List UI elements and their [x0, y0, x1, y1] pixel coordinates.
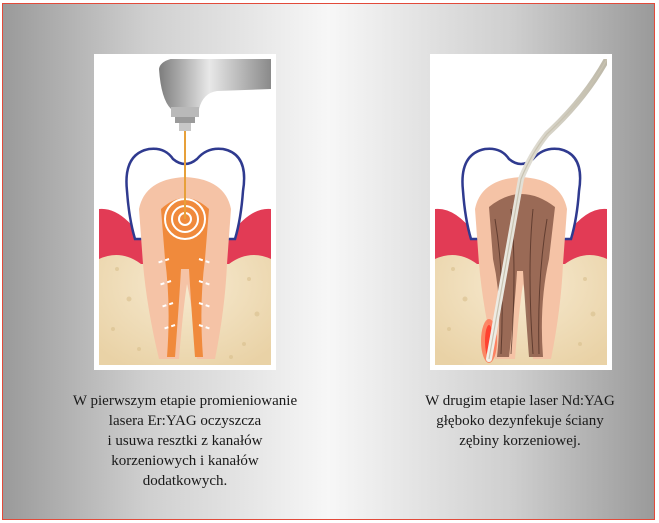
- step-1-panel: [94, 54, 276, 370]
- tooth-er-yag-icon: [99, 59, 271, 365]
- tooth-nd-yag-icon: [435, 59, 607, 365]
- figure-frame: W pierwszym etapie promieniowanie lasera…: [2, 3, 655, 520]
- step-2-panel: [430, 54, 612, 370]
- step-2-caption: W drugim etapie laser Nd:YAG głęboko dez…: [365, 391, 655, 451]
- step-1-caption: W pierwszym etapie promieniowanie lasera…: [25, 391, 345, 491]
